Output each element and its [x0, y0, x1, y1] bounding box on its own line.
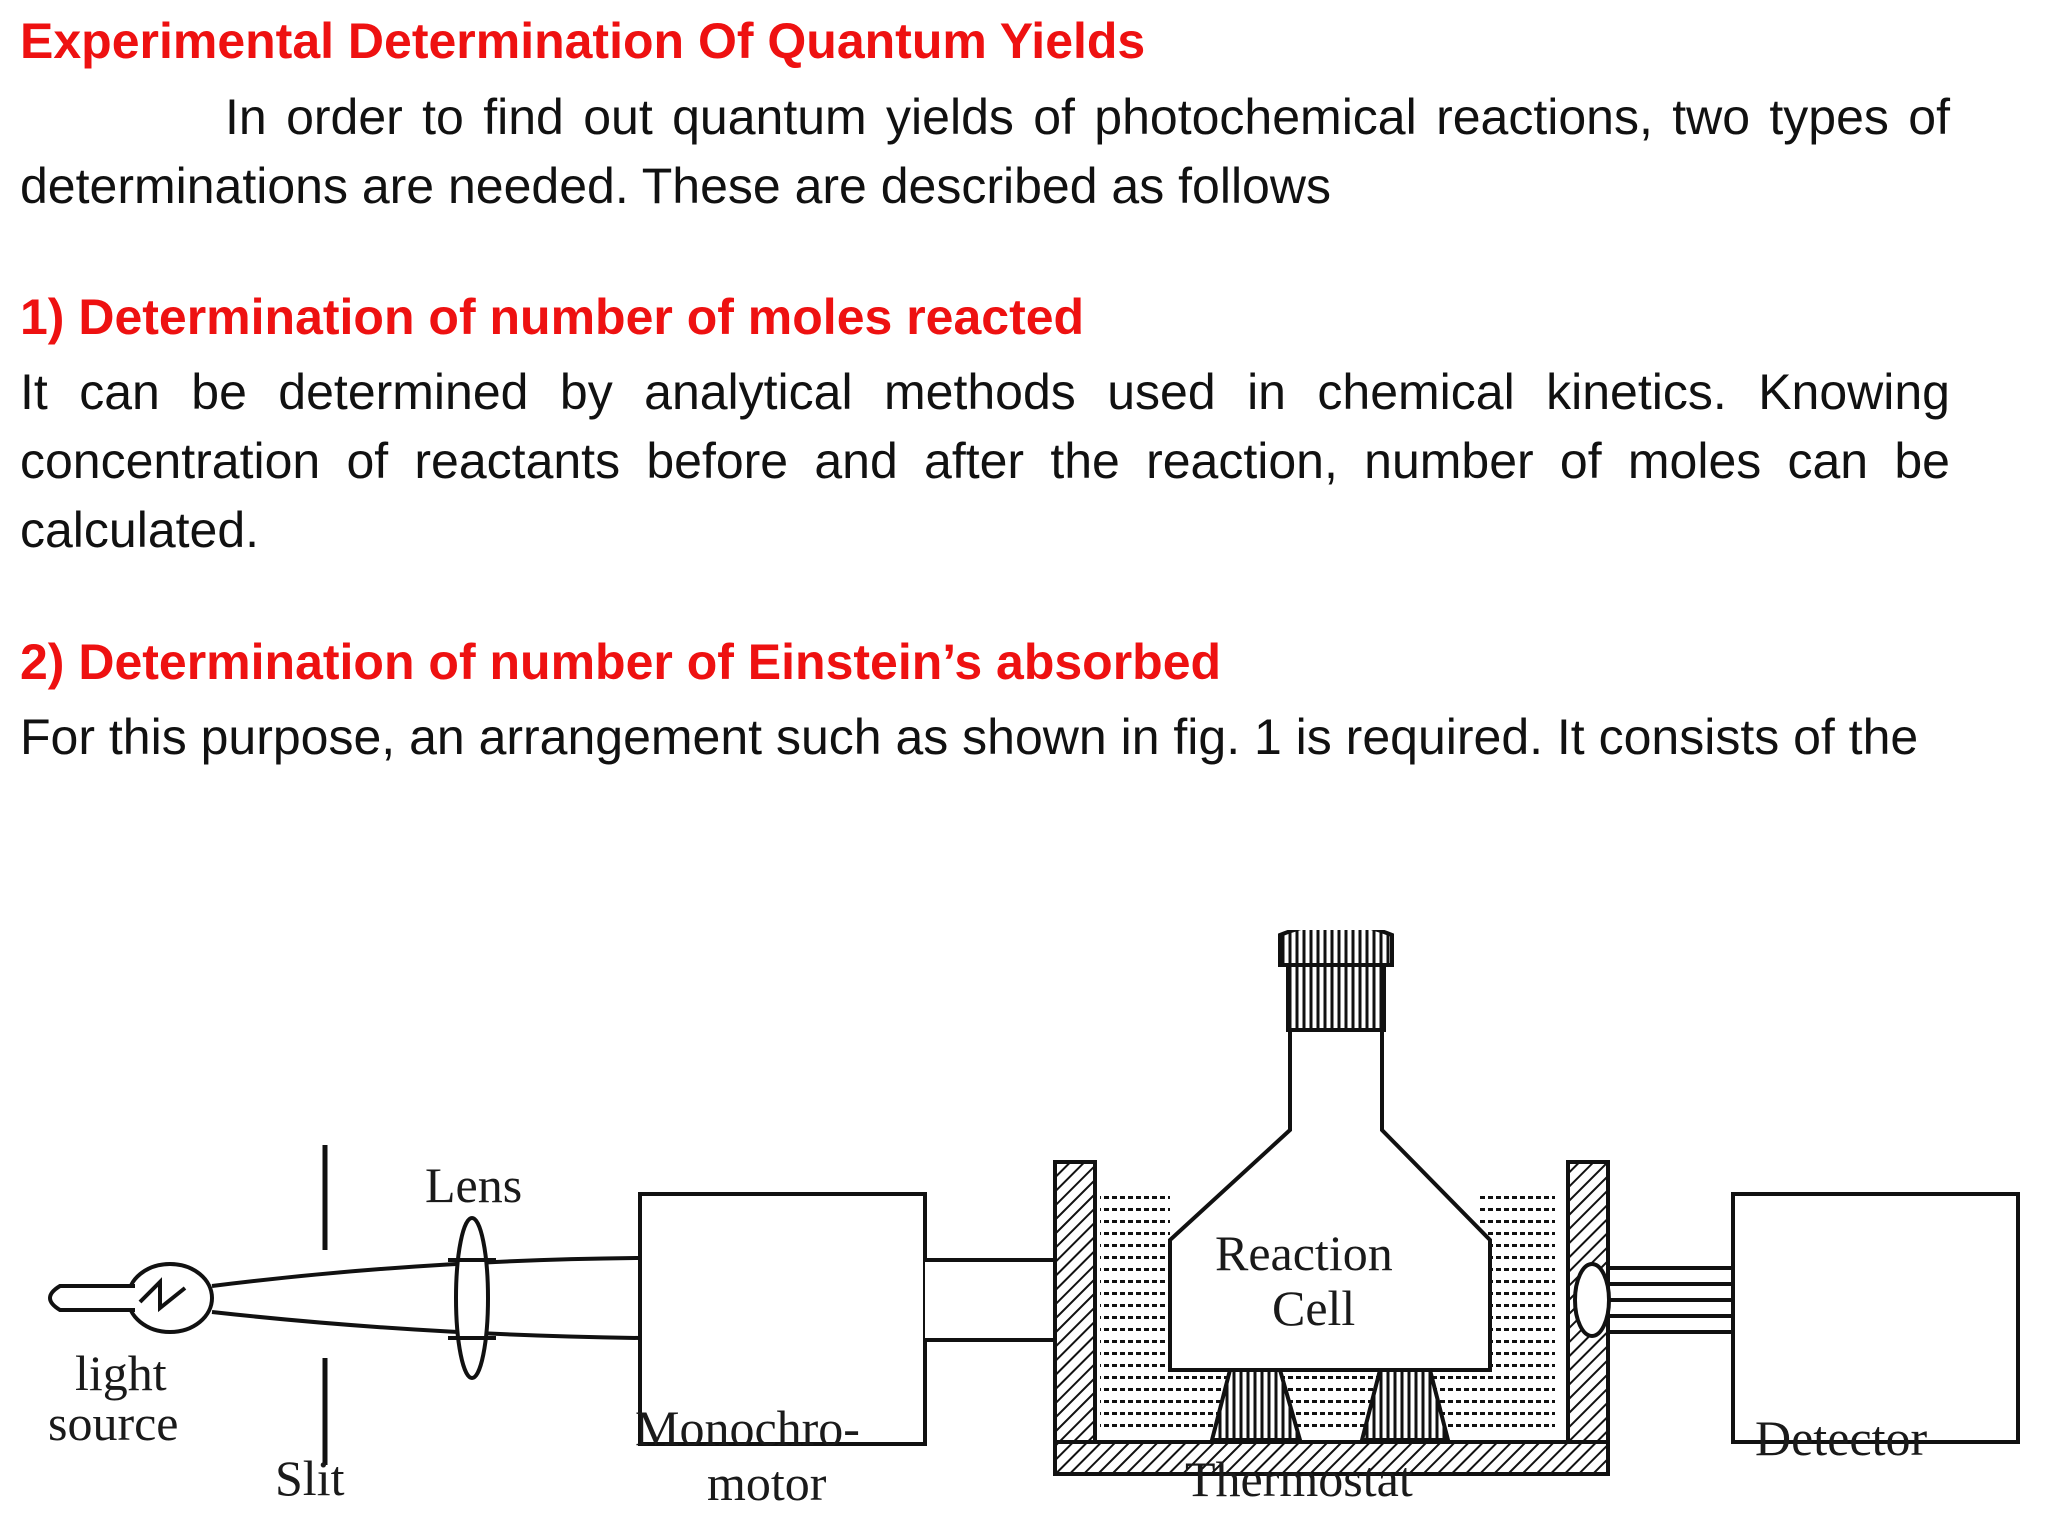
thermostat-left-wall [1053, 1160, 1097, 1444]
output-beam [1610, 1266, 1733, 1334]
light-source-icon [48, 1262, 214, 1334]
section-1-text: It can be determined by analytical metho… [20, 364, 1950, 558]
reaction-cell-label-line2: Cell [1272, 1280, 1355, 1336]
stopper-icon [1278, 930, 1394, 1032]
detector-box [1731, 1192, 2020, 1444]
monochromator-label-line2: motor [707, 1455, 827, 1511]
section-1-body: It can be determined by analytical metho… [20, 358, 1950, 565]
section-2-body: For this purpose, an arrangement such as… [20, 703, 1950, 772]
slit-label: Slit [275, 1450, 345, 1506]
monochromator-box [638, 1192, 927, 1446]
cell-support-left [1209, 1368, 1303, 1442]
section-1-heading: 1) Determination of number of moles reac… [20, 289, 1085, 345]
reaction-cell-label-line1: Reaction [1215, 1225, 1393, 1281]
light-source-label-line1: light [75, 1345, 167, 1401]
detector-label: Detector [1755, 1410, 1927, 1466]
light-beam-lower [211, 1310, 641, 1340]
thermostat-label: Thermostat [1185, 1451, 1413, 1507]
bath-liquid-right [1480, 1195, 1555, 1435]
cell-support-right [1359, 1368, 1451, 1442]
light-beam-upper [211, 1256, 641, 1288]
thermostat-bottom [1053, 1440, 1610, 1476]
monochromator-label-line1: Monochro- [635, 1400, 860, 1456]
section-2-heading: 2) Determination of number of Einstein’s… [20, 634, 1222, 690]
intro-text: In order to find out quantum yields of p… [20, 89, 1950, 214]
lens-icon [448, 1216, 496, 1380]
lens-label: Lens [425, 1157, 522, 1213]
window-lens-icon [1573, 1262, 1611, 1338]
bath-liquid-left [1100, 1195, 1170, 1435]
light-source-label-line2: source [48, 1395, 179, 1451]
intro-paragraph: In order to find out quantum yields of p… [20, 83, 1950, 221]
section-2-text: For this purpose, an arrangement such as… [20, 709, 1919, 765]
page-title: Experimental Determination Of Quantum Yi… [20, 13, 1146, 69]
apparatus-diagram: Lens light source Slit Monochro- motor R… [48, 930, 2020, 1511]
